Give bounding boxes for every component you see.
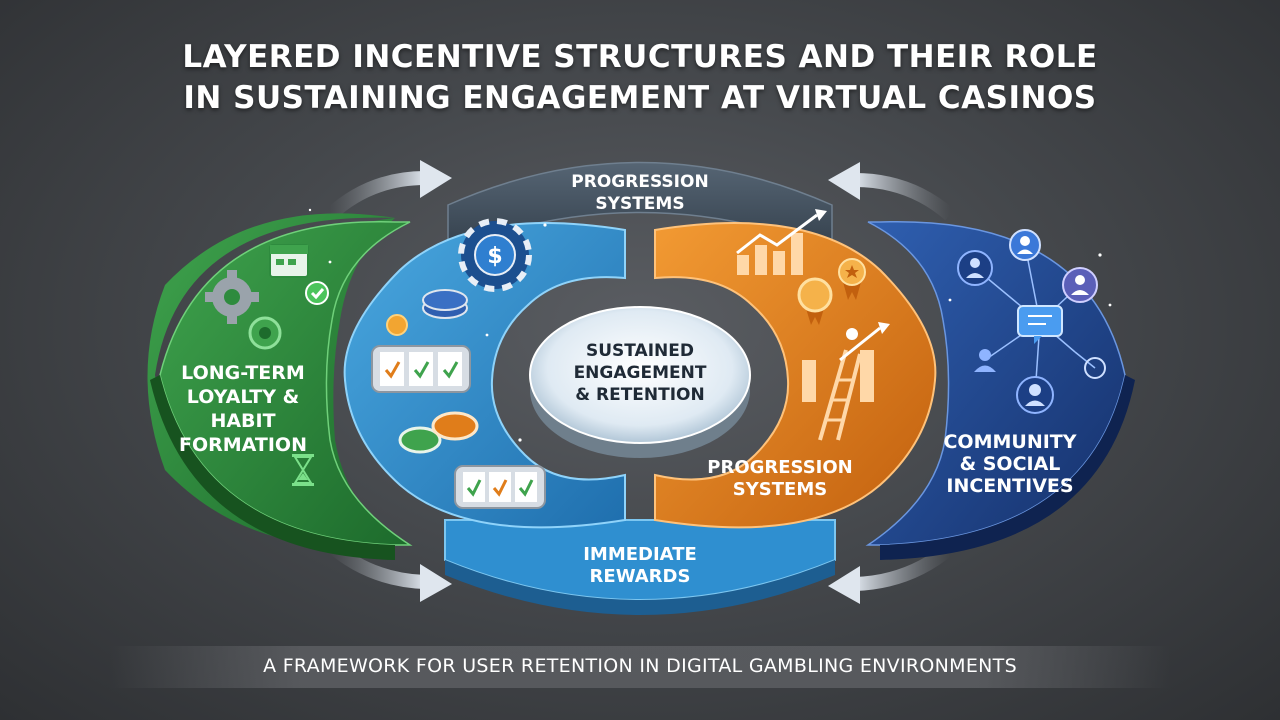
- chat-bubble-icon: [1017, 305, 1063, 344]
- coin-icon: [386, 314, 408, 336]
- center-label: SUSTAINED ENGAGEMENT & RETENTION: [560, 340, 720, 406]
- loyalty-label: LONG-TERM LOYALTY & HABIT FORMATION: [168, 361, 318, 457]
- refresh-icon: [1084, 357, 1106, 379]
- footer-caption: A FRAMEWORK FOR USER RETENTION IN DIGITA…: [263, 655, 1017, 677]
- chip-symbol: $: [487, 244, 502, 269]
- community-label-line-1: COMMUNITY: [943, 431, 1077, 453]
- casino-chip-large-icon: $: [458, 218, 532, 292]
- cycle-arrow-bottom-right: [854, 542, 955, 591]
- sparkle-accents: [308, 208, 1112, 442]
- loyalty-label-line-1: LONG-TERM: [181, 362, 305, 384]
- progression-top-label-line-1: PROGRESSION: [571, 172, 709, 192]
- gear-icon: [205, 270, 259, 324]
- gear-small-icon: [248, 316, 282, 350]
- center-label-line-3: & RETENTION: [575, 385, 705, 405]
- casino-chip-stack-icon: [422, 289, 468, 319]
- immediate-rewards-label-line-1: IMMEDIATE: [583, 544, 697, 565]
- center-disc: [529, 306, 751, 444]
- loyalty-label-line-3: HABIT: [210, 410, 276, 432]
- title-line-2: IN SUSTAINING ENGAGEMENT AT VIRTUAL CASI…: [183, 80, 1097, 116]
- cycle-arrow-bottom-right-head: [828, 566, 860, 604]
- user-avatar-icon: [1016, 376, 1054, 414]
- immediate-rewards-label-line-2: REWARDS: [589, 566, 691, 587]
- medal-icon: [797, 277, 833, 325]
- community-label-line-2: & SOCIAL: [959, 453, 1061, 475]
- footer-band: [110, 646, 1170, 688]
- center-label-line-1: SUSTAINED: [585, 341, 694, 361]
- community-label: COMMUNITY & SOCIAL INCENTIVES: [930, 431, 1090, 497]
- progression-label-line-1: PROGRESSION: [707, 457, 853, 478]
- user-avatar-icon: [974, 349, 996, 372]
- cycle-arrow-top-right-head: [828, 162, 860, 200]
- slot-reels-small-icon: [454, 465, 546, 509]
- star-badge-icon: [838, 258, 866, 300]
- growth-chart-icon: [736, 209, 827, 275]
- hourglass-icon: [292, 454, 314, 486]
- cycle-arrow-bottom-left-head: [420, 564, 452, 602]
- loyalty-label-line-2: LOYALTY &: [186, 386, 300, 408]
- slot-reels-icon: [371, 345, 471, 393]
- casino-chips-pile-icon: [398, 411, 479, 454]
- cycle-arrow-top-left-head: [420, 160, 452, 198]
- calendar-check-icon: [269, 244, 309, 278]
- progression-top-label-line-2: SYSTEMS: [595, 194, 685, 214]
- progression-label-line-2: SYSTEMS: [732, 479, 828, 500]
- center-label-line-2: ENGAGEMENT: [573, 363, 707, 383]
- user-avatar-icon: [1009, 229, 1041, 261]
- checkmark-icon: [305, 281, 329, 305]
- community-label-line-3: INCENTIVES: [946, 475, 1074, 497]
- progression-label: PROGRESSION SYSTEMS: [690, 457, 870, 501]
- user-avatar-icon: [957, 250, 993, 286]
- title-line-1: LAYERED INCENTIVE STRUCTURES AND THEIR R…: [182, 39, 1098, 75]
- cycle-arrow-top-left: [325, 171, 426, 221]
- user-avatar-icon: [1062, 267, 1098, 303]
- ladder-climb-icon: [802, 322, 890, 441]
- progression-top-label: PROGRESSION SYSTEMS: [560, 171, 720, 215]
- immediate-rewards-label: IMMEDIATE REWARDS: [555, 544, 725, 588]
- cycle-arrow-top-right: [854, 173, 955, 221]
- progression-ring: [654, 222, 937, 529]
- loyalty-label-line-4: FORMATION: [179, 434, 307, 456]
